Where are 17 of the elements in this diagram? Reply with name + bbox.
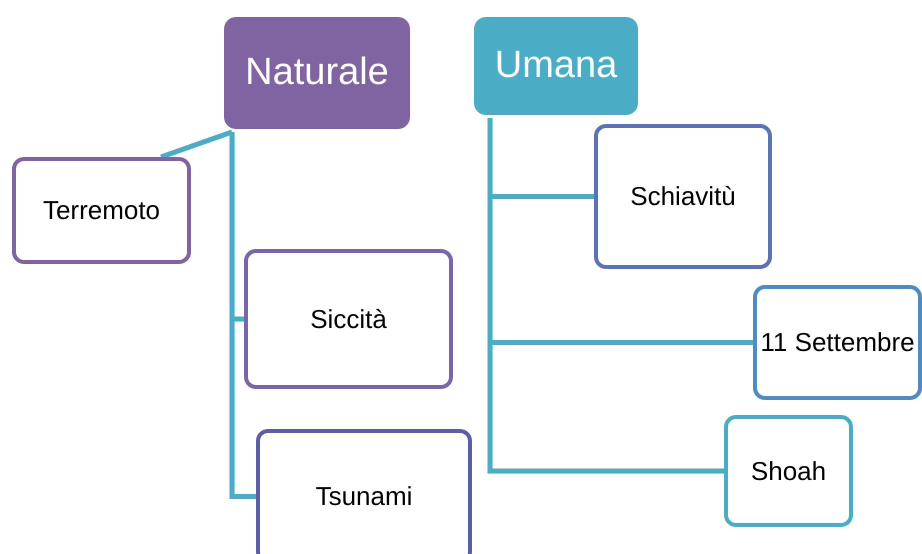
node-label: Siccità bbox=[310, 302, 387, 336]
connector-line bbox=[160, 130, 233, 160]
node-label: Schiavitù bbox=[630, 180, 736, 213]
node-label: Terremoto bbox=[42, 194, 160, 227]
topic-box bbox=[753, 285, 922, 400]
category-box bbox=[224, 17, 410, 129]
topic-box bbox=[256, 429, 472, 554]
topic-box bbox=[594, 124, 772, 269]
node-label: 11 Settembre bbox=[760, 326, 915, 359]
topic-box bbox=[724, 415, 853, 527]
node-label: Umana bbox=[494, 43, 618, 88]
node-label: Naturale bbox=[245, 50, 389, 96]
topic-box bbox=[12, 157, 191, 264]
topic-box bbox=[244, 249, 453, 389]
node-label: Tsunami bbox=[316, 480, 412, 513]
node-label: Shoah bbox=[750, 454, 826, 488]
category-box bbox=[474, 17, 638, 115]
